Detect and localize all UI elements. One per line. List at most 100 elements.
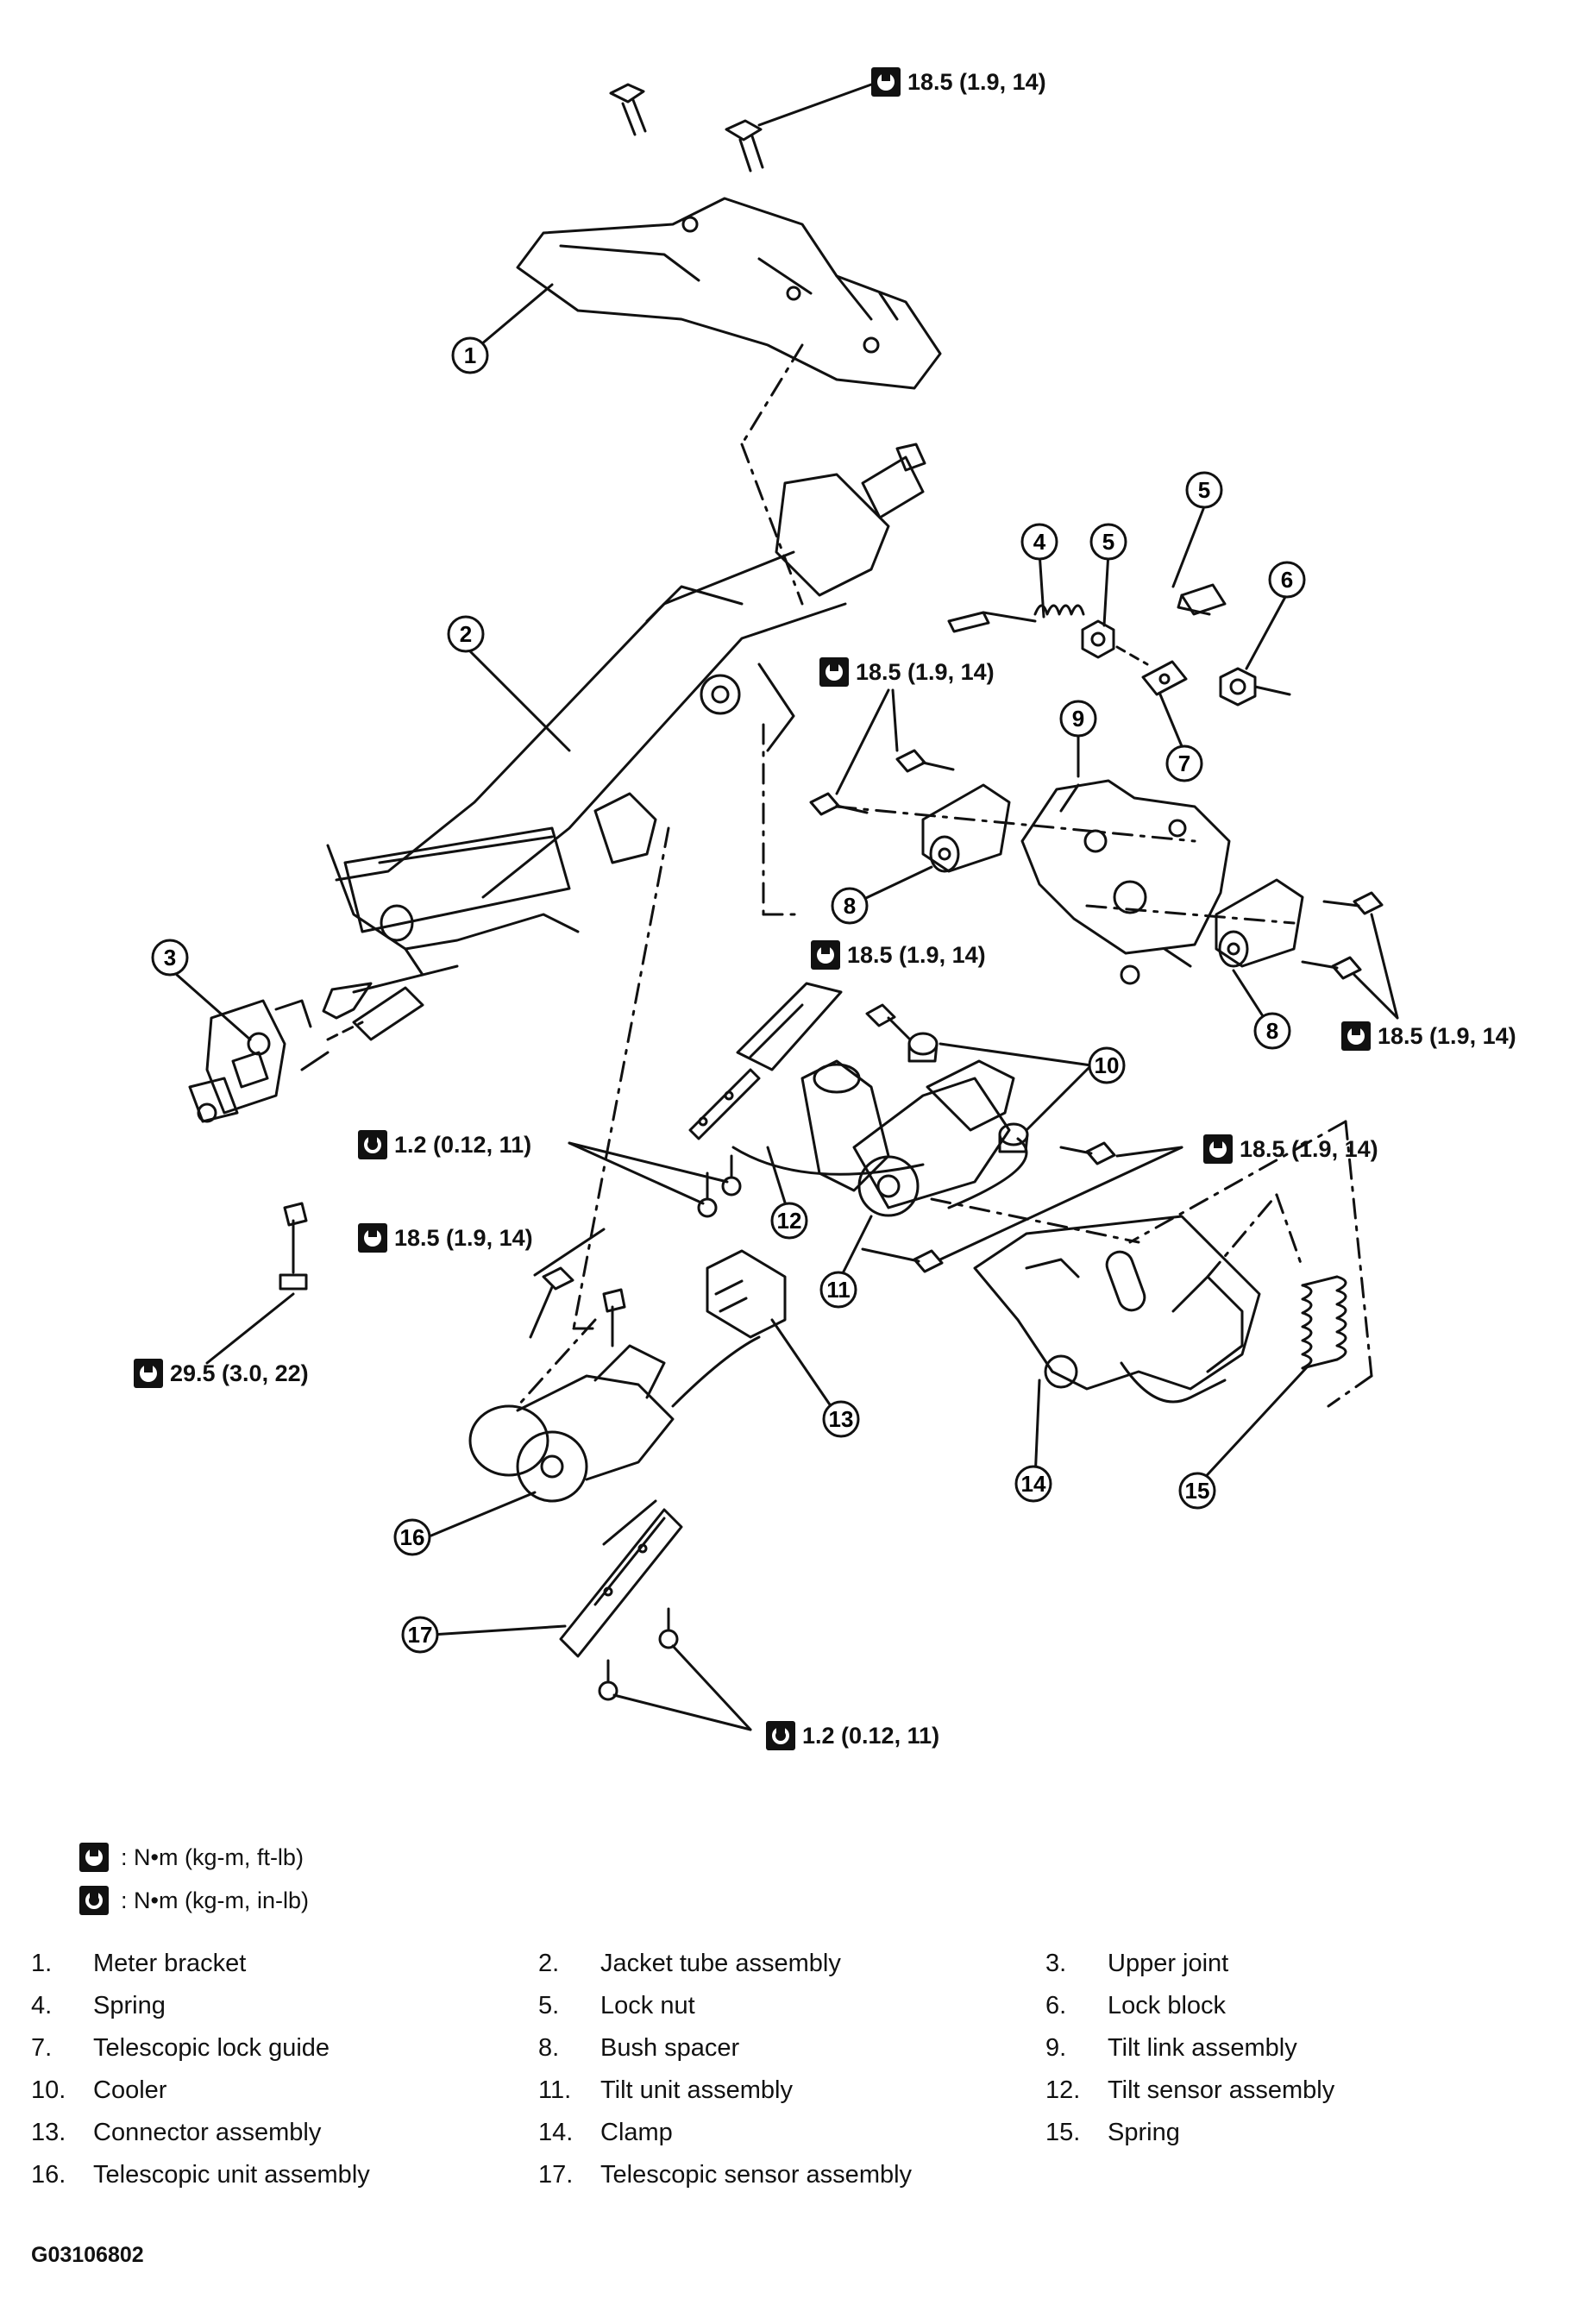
leader-line xyxy=(835,688,890,795)
bolt-tilt-unit xyxy=(1059,1141,1116,1165)
torque-wrench-ftlb-icon xyxy=(871,67,901,97)
callout-6: 6 xyxy=(1268,561,1306,599)
telescopic-lock-guide xyxy=(1141,660,1188,696)
leader-line xyxy=(757,83,873,127)
callout-number: 7 xyxy=(1178,751,1190,776)
centerline xyxy=(835,805,1196,843)
part-number: 1. xyxy=(31,1950,53,1977)
part-name: Lock nut xyxy=(600,1992,695,2019)
bush-spacer-8a xyxy=(921,783,1011,873)
torque-wrench-inlb-icon xyxy=(358,1130,387,1159)
spring-15 xyxy=(1301,1275,1347,1370)
callout-number: 15 xyxy=(1185,1478,1210,1504)
callout-number: 8 xyxy=(1266,1018,1278,1044)
part-name: Telescopic unit assembly xyxy=(93,2161,370,2189)
callout-13: 13 xyxy=(822,1400,860,1438)
lock-nut-5a xyxy=(1081,619,1115,659)
part-name: Spring xyxy=(93,1992,166,2019)
upper-joint xyxy=(188,986,424,1123)
leader-line xyxy=(1171,507,1205,588)
bolt-tilt-link-b xyxy=(809,792,869,816)
callout-5: 5 xyxy=(1089,523,1127,561)
centerline xyxy=(572,826,670,1330)
torque-wrench-inlb-icon xyxy=(79,1886,109,1915)
torque-wrench-ftlb-icon xyxy=(1341,1021,1371,1051)
centerline xyxy=(930,1197,1140,1244)
part-name: Connector assembly xyxy=(93,2119,322,2146)
legend-row: : N•m (kg-m, ft-lb) xyxy=(79,1836,309,1879)
bolt-upper-joint xyxy=(279,1202,308,1291)
part-number: 3. xyxy=(1045,1950,1067,1977)
part-number: 6. xyxy=(1045,1992,1067,2019)
leader-line xyxy=(533,1228,606,1277)
torque-label: 18.5 (1.9, 14) xyxy=(819,657,995,687)
leader-line xyxy=(430,1491,537,1537)
part-name: Bush spacer xyxy=(600,2034,740,2062)
torque-label: 1.2 (0.12, 11) xyxy=(766,1721,939,1750)
meter-bracket xyxy=(516,197,942,390)
callout-11: 11 xyxy=(819,1271,857,1309)
part-name: Tilt link assembly xyxy=(1108,2034,1297,2062)
part-name: Telescopic lock guide xyxy=(93,2034,330,2062)
callout-8: 8 xyxy=(831,887,869,925)
centerline xyxy=(1327,1374,1373,1408)
callout-number: 5 xyxy=(1102,529,1114,555)
callout-number: 10 xyxy=(1095,1052,1120,1078)
callout-1: 1 xyxy=(451,336,489,374)
torque-label: 18.5 (1.9, 14) xyxy=(871,67,1046,97)
centerline xyxy=(516,1318,597,1408)
torque-label: 18.5 (1.9, 14) xyxy=(811,940,986,970)
torque-label: 18.5 (1.9, 14) xyxy=(1203,1134,1378,1164)
callout-number: 4 xyxy=(1033,529,1046,555)
leader-line xyxy=(568,1141,705,1205)
part-number: 12. xyxy=(1045,2076,1081,2104)
torque-unit-legend: : N•m (kg-m, ft-lb) : N•m (kg-m, in-lb) xyxy=(79,1836,309,1922)
tilt-sensor-assembly xyxy=(688,982,925,1176)
part-name: Jacket tube assembly xyxy=(600,1950,841,1977)
jacket-tube-assembly xyxy=(322,443,926,1020)
torque-wrench-ftlb-icon xyxy=(819,657,849,687)
torque-wrench-ftlb-icon xyxy=(1203,1134,1233,1164)
centerline xyxy=(740,443,804,606)
bolt-tilt-link-d xyxy=(1301,956,1362,980)
leader-line xyxy=(1102,550,1110,627)
bolt-top-left xyxy=(609,83,647,136)
telescopic-unit-assembly xyxy=(468,1266,761,1503)
part-number: 2. xyxy=(538,1950,560,1977)
callout-12: 12 xyxy=(770,1202,808,1240)
part-name: Lock block xyxy=(1108,1992,1227,2019)
cooler-10a xyxy=(907,1032,939,1063)
spring-4 xyxy=(947,604,1085,633)
callout-number: 11 xyxy=(826,1277,851,1303)
part-name: Upper joint xyxy=(1108,1950,1229,1977)
centerline xyxy=(740,343,804,446)
torque-wrench-ftlb-icon xyxy=(79,1843,109,1872)
part-name: Clamp xyxy=(600,2119,673,2146)
leader-line xyxy=(1197,1366,1309,1485)
callout-number: 14 xyxy=(1021,1471,1046,1497)
leader-line xyxy=(939,1042,1093,1067)
centerline xyxy=(1085,904,1296,925)
callout-5: 5 xyxy=(1185,471,1223,509)
callout-17: 17 xyxy=(401,1616,439,1654)
callout-9: 9 xyxy=(1059,700,1097,738)
leader-line xyxy=(1370,913,1399,1020)
bolt-tilt-link-c xyxy=(1322,891,1384,915)
centerline xyxy=(1206,1193,1278,1278)
torque-label: 18.5 (1.9, 14) xyxy=(1341,1021,1516,1051)
leader-line xyxy=(939,1146,1183,1261)
torque-wrench-inlb-icon xyxy=(766,1721,795,1750)
screw-tilt-sensor-b xyxy=(721,1154,742,1197)
part-number: 10. xyxy=(31,2076,66,2104)
callout-4: 4 xyxy=(1020,523,1058,561)
part-name: Tilt sensor assembly xyxy=(1108,2076,1335,2104)
bush-spacer-8b xyxy=(1215,878,1304,968)
part-number: 7. xyxy=(31,2034,53,2062)
part-name: Telescopic sensor assembly xyxy=(600,2161,913,2189)
telescopic-sensor-assembly xyxy=(559,1499,683,1658)
